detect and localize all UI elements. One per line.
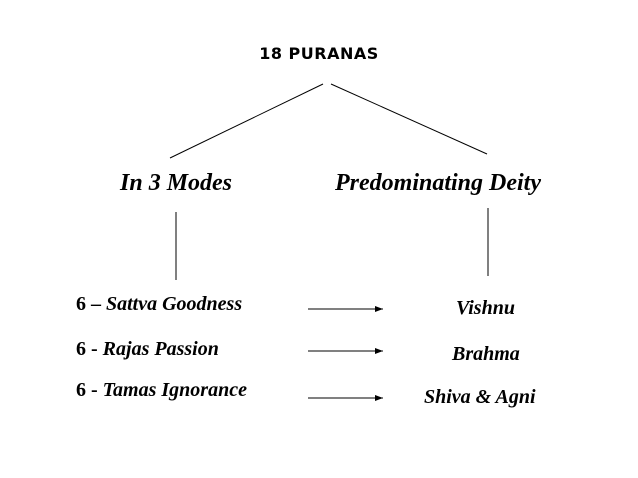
mode-row-sattva: 6 – Sattva Goodness <box>76 293 242 316</box>
deity-shiva-agni: Shiva & Agni <box>424 386 536 408</box>
deity-vishnu: Vishnu <box>456 297 515 319</box>
mode-count: 6 – <box>76 293 101 315</box>
mode-label: Sattva Goodness <box>106 293 243 315</box>
branch-label-deity: Predominating Deity <box>335 170 541 196</box>
mode-label: Tamas Ignorance <box>102 379 247 401</box>
mode-row-rajas: 6 - Rajas Passion <box>76 338 219 361</box>
mode-count: 6 - <box>76 338 98 360</box>
branch-line-left <box>169 83 324 159</box>
branch-line-right <box>330 83 488 155</box>
mode-label: Rajas Passion <box>102 338 219 360</box>
deity-brahma: Brahma <box>452 343 520 365</box>
mode-row-tamas: 6 - Tamas Ignorance <box>76 379 247 402</box>
branch-label-modes: In 3 Modes <box>120 170 233 196</box>
mode-count: 6 - <box>76 379 98 401</box>
diagram-title: 18 PURANAS <box>259 44 379 63</box>
